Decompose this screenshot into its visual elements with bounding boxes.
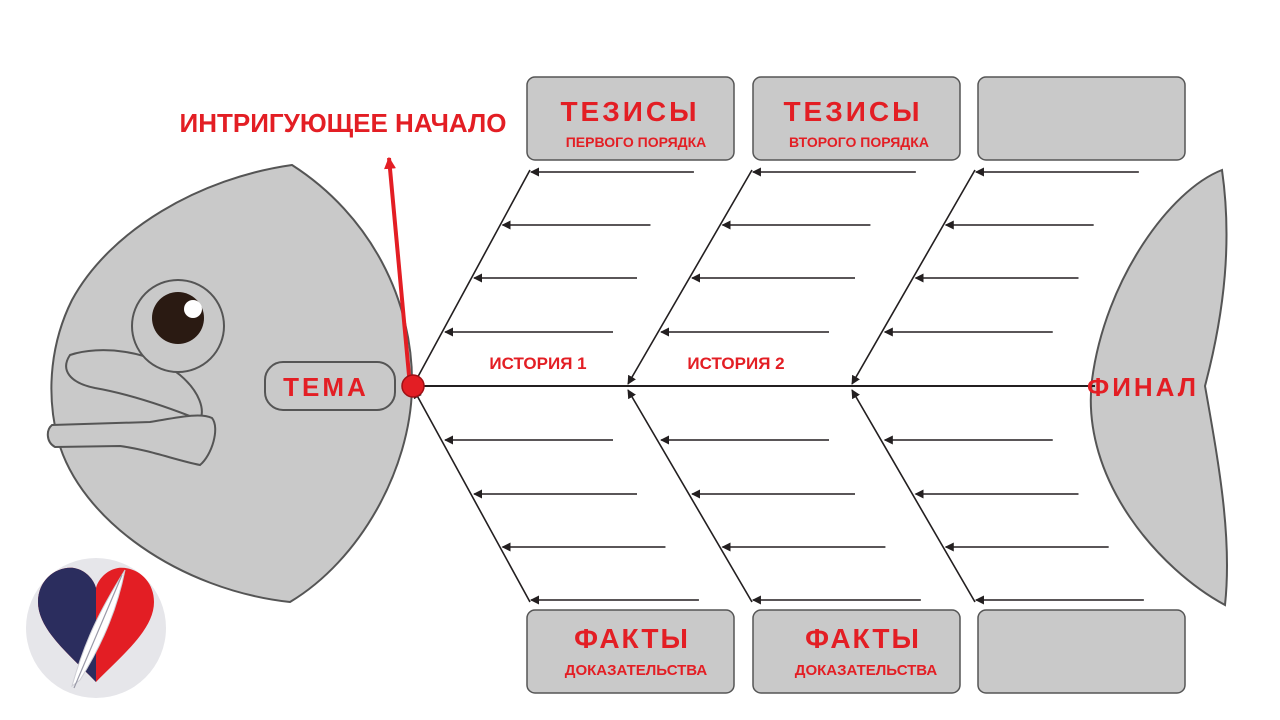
story1-label: ИСТОРИЯ 1 bbox=[489, 354, 586, 373]
top-box-1-title: ТЕЗИСЫ bbox=[560, 96, 699, 127]
story2-label: ИСТОРИЯ 2 bbox=[687, 354, 784, 373]
topic-pill-shape bbox=[264, 361, 396, 411]
bottom-box-1-shape bbox=[526, 609, 735, 694]
bottom-box-2-title: ФАКТЫ bbox=[805, 623, 921, 654]
bottom-box-2-shape bbox=[752, 609, 961, 694]
lower-bones bbox=[413, 389, 976, 603]
bone-upper-1 bbox=[413, 169, 531, 385]
heart-feather-logo-icon bbox=[26, 558, 166, 698]
top-box-3-shape bbox=[977, 76, 1186, 161]
bottom-box-1-subtitle: ДОКАЗАТЕЛЬСТВА bbox=[565, 662, 708, 679]
bone-lower-1 bbox=[413, 389, 531, 603]
intro-label: ИНТРИГУЮЩЕЕ НАЧАЛО bbox=[180, 108, 507, 138]
fish-eye-icon bbox=[131, 279, 225, 373]
bottom-box-1: ФАКТЫ ДОКАЗАТЕЛЬСТВА bbox=[526, 609, 735, 694]
bottom-box-3 bbox=[977, 609, 1186, 694]
top-box-2: ТЕЗИСЫ ВТОРОГО ПОРЯДКА bbox=[752, 76, 961, 161]
upper-bones bbox=[413, 169, 976, 385]
rib-arrows bbox=[444, 167, 1144, 605]
bone-upper-2 bbox=[627, 169, 753, 385]
bottom-box-2: ФАКТЫ ДОКАЗАТЕЛЬСТВА bbox=[752, 609, 961, 694]
fish-tail bbox=[1089, 168, 1229, 607]
topic-label: ТЕМА bbox=[283, 372, 369, 402]
bone-upper-3 bbox=[851, 169, 976, 385]
fish-head-shape bbox=[50, 163, 414, 604]
bone-lower-2 bbox=[627, 389, 753, 603]
topic-dot bbox=[401, 374, 425, 398]
top-box-1-subtitle: ПЕРВОГО ПОРЯДКА bbox=[566, 134, 707, 150]
final-label: ФИНАЛ bbox=[1087, 372, 1199, 402]
bottom-box-2-subtitle: ДОКАЗАТЕЛЬСТВА bbox=[795, 662, 938, 679]
bottom-box-1-title: ФАКТЫ bbox=[574, 623, 690, 654]
top-box-2-shape bbox=[752, 76, 961, 161]
bone-lower-3 bbox=[851, 389, 976, 603]
bottom-box-3-shape bbox=[977, 609, 1186, 694]
top-box-3 bbox=[977, 76, 1186, 161]
top-box-1-shape bbox=[526, 76, 735, 161]
fish-lower-jaw bbox=[46, 414, 217, 467]
top-box-2-title: ТЕЗИСЫ bbox=[783, 96, 922, 127]
top-box-2-subtitle: ВТОРОГО ПОРЯДКА bbox=[789, 134, 929, 150]
fish-head bbox=[46, 163, 414, 604]
top-box-1: ТЕЗИСЫ ПЕРВОГО ПОРЯДКА bbox=[526, 76, 735, 161]
topic-pill: ТЕМА bbox=[264, 361, 396, 411]
intro-arrow bbox=[384, 156, 412, 387]
